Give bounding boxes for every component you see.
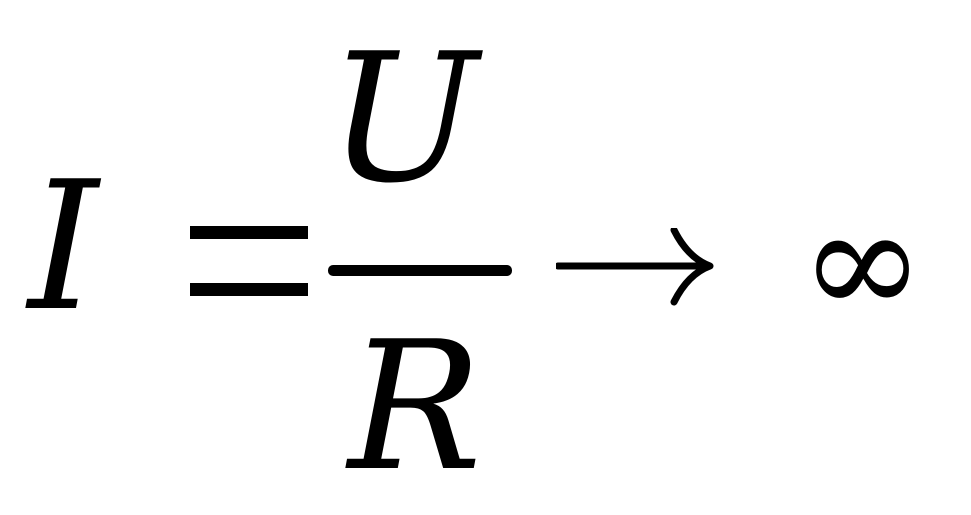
numerator-voltage: U — [328, 15, 479, 222]
denominator-resistance: R — [348, 303, 483, 510]
right-arrow-icon — [556, 228, 714, 306]
equals-sign — [190, 226, 308, 298]
fraction-bar — [328, 265, 512, 276]
current-variable: I — [28, 143, 99, 350]
infinity-symbol: ∞ — [800, 176, 925, 350]
